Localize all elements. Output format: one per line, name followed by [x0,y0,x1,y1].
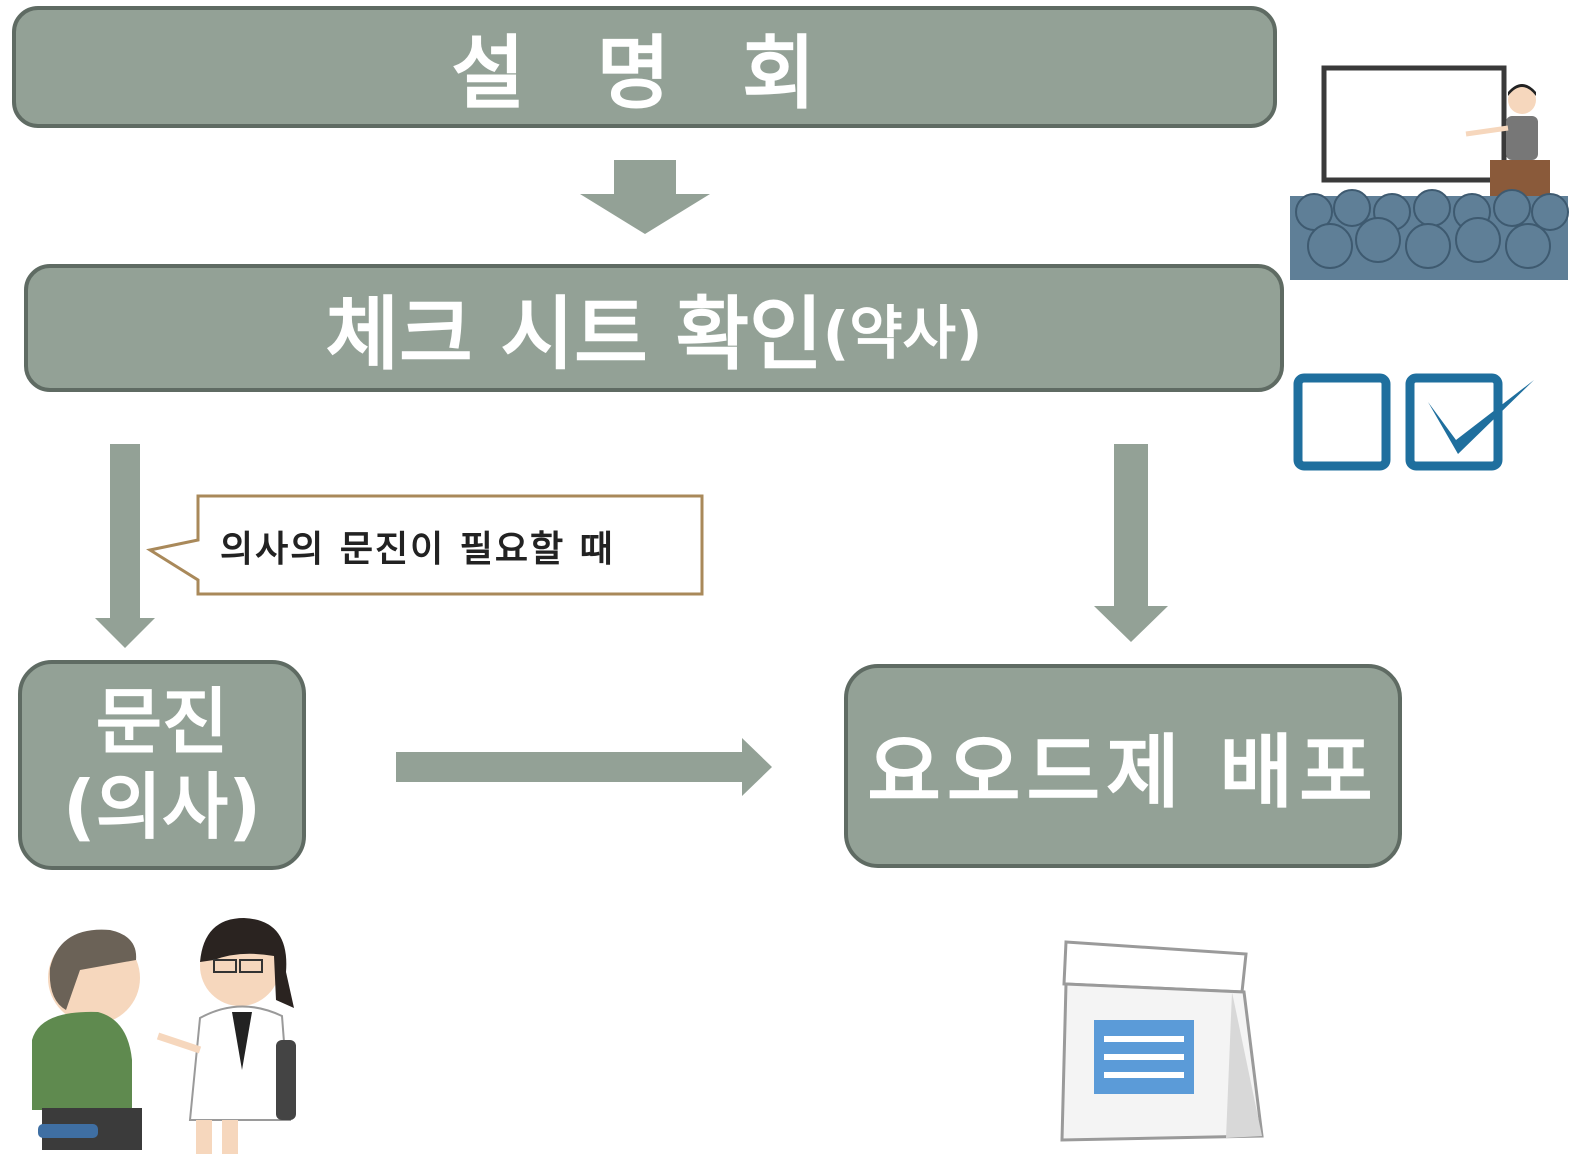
presentation-audience-icon [1290,65,1569,280]
step-briefing-label: 설 명 회 [451,27,838,120]
arrow-down-right [1094,444,1168,642]
step-interview-label: 문진 [95,680,229,765]
arrow-down-left [95,444,155,648]
step-checksheet-label: 체크 시트 확인 [325,288,823,381]
step-briefing-box: 설 명 회 [12,6,1277,128]
step-interview-box: 문진 (의사) [18,660,306,870]
step-checksheet-role: (약사) [822,299,983,367]
callout-condition-text: 의사의 문진이 필요할 때 [220,529,615,570]
medicine-bag-icon [1060,940,1264,1142]
callout-bubble [146,494,704,596]
arrow-right [396,738,772,796]
step-interview-role: (의사) [62,765,262,849]
doctor-patient-icon [32,918,296,1154]
arrow-down-1 [580,160,710,234]
checkbox-icons [1293,373,1534,471]
step-checksheet-box: 체크 시트 확인(약사) [24,264,1284,392]
step-distribution-box: 요오드제 배포 [844,664,1402,868]
step-distribution-label: 요오드제 배포 [867,726,1379,819]
